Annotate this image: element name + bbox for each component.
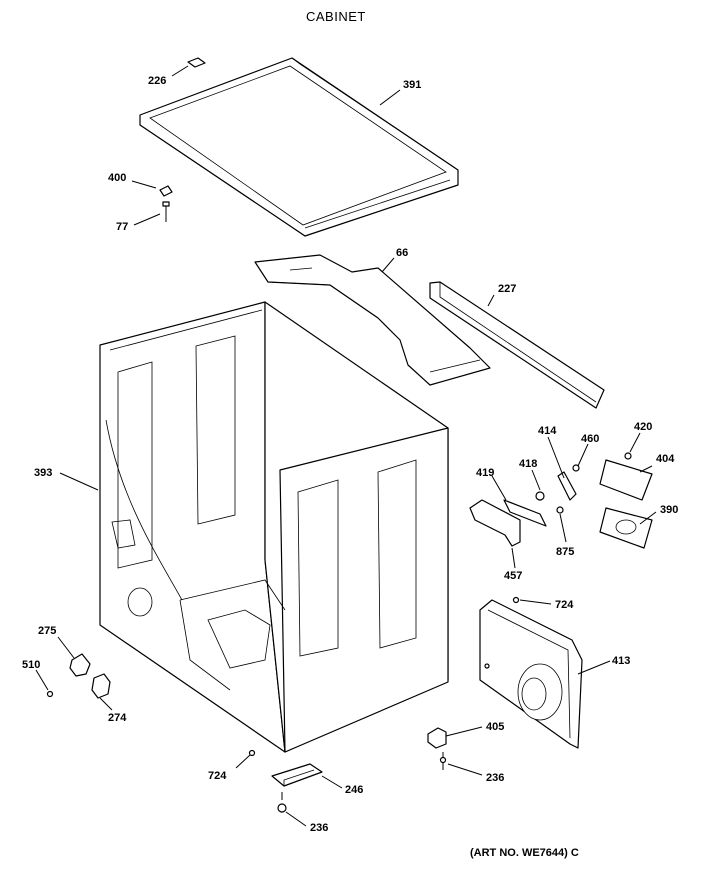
label-457: 457 xyxy=(504,570,522,582)
callout-labels: 226 391 400 77 66 227 393 414 460 420 41… xyxy=(22,75,678,834)
leader-lines xyxy=(35,65,657,827)
label-510: 510 xyxy=(22,659,40,671)
cabinet-part-393 xyxy=(99,301,449,753)
label-405: 405 xyxy=(486,721,504,733)
label-414: 414 xyxy=(538,425,557,437)
screw-part-236-right xyxy=(439,752,447,770)
label-724-left: 724 xyxy=(208,770,227,782)
label-413: 413 xyxy=(612,655,630,667)
plate-part-404 xyxy=(599,459,653,501)
label-236-right: 236 xyxy=(486,772,504,784)
screw-part-420 xyxy=(624,452,632,460)
part-400 xyxy=(159,185,173,197)
label-227: 227 xyxy=(498,283,516,295)
bracket-part-419 xyxy=(469,499,521,547)
label-420: 420 xyxy=(634,421,652,433)
part-274 xyxy=(91,673,111,699)
part-275 xyxy=(69,653,91,677)
label-875: 875 xyxy=(556,546,574,558)
art-number: (ART NO. WE7644) C xyxy=(470,847,579,859)
label-390: 390 xyxy=(660,504,678,516)
label-418: 418 xyxy=(519,458,537,470)
label-724-right: 724 xyxy=(555,599,574,611)
part-246 xyxy=(271,763,323,787)
label-400: 400 xyxy=(108,172,126,184)
label-404: 404 xyxy=(656,453,675,465)
part-875 xyxy=(556,506,564,514)
label-275: 275 xyxy=(38,625,56,637)
label-66: 66 xyxy=(396,247,408,259)
label-391: 391 xyxy=(403,79,421,91)
label-393: 393 xyxy=(34,467,52,479)
rail-part-227 xyxy=(429,281,605,409)
screw-part-724-right xyxy=(512,596,520,604)
label-236-bottom: 236 xyxy=(310,822,328,834)
screw-part-77 xyxy=(162,201,170,222)
diagram-title: CABINET xyxy=(306,9,366,24)
screw-part-236-bottom xyxy=(277,792,287,813)
part-390 xyxy=(599,507,653,549)
back-panel-part-413 xyxy=(479,599,583,749)
part-457 xyxy=(503,499,547,527)
part-418 xyxy=(535,491,545,501)
label-419: 419 xyxy=(476,467,494,479)
screw-part-724-left xyxy=(248,749,256,757)
label-77: 77 xyxy=(116,221,128,233)
part-405 xyxy=(427,727,447,749)
part-414 xyxy=(557,471,577,501)
label-246: 246 xyxy=(345,784,363,796)
clip-part-226 xyxy=(187,57,206,68)
label-226: 226 xyxy=(148,75,166,87)
label-274: 274 xyxy=(108,712,127,724)
screw-part-510 xyxy=(46,690,54,698)
label-460: 460 xyxy=(581,433,599,445)
bracket-part-66 xyxy=(254,254,491,386)
part-460 xyxy=(572,464,580,472)
top-panel-part-391 xyxy=(139,57,459,237)
